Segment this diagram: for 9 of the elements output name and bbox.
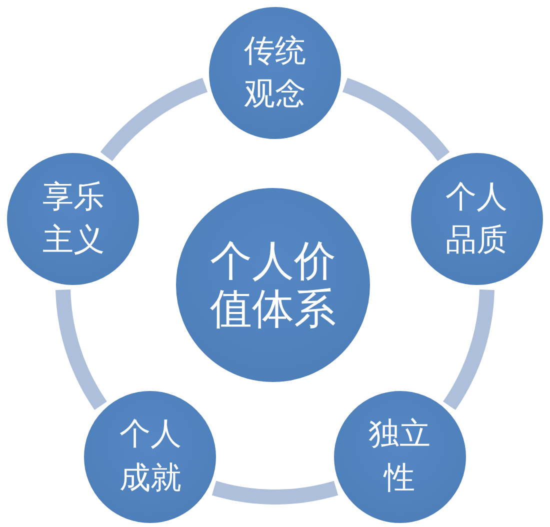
node-label: 传统观念 xyxy=(242,32,307,114)
node-label: 个人成就 xyxy=(118,415,182,498)
node-label: 享乐主义 xyxy=(41,178,106,260)
center-label: 个人价值体系 xyxy=(208,236,337,334)
ring-arc xyxy=(209,480,341,504)
node-label: 个人品质 xyxy=(444,178,509,260)
ring-arc xyxy=(340,78,450,162)
node-label: 独立性 xyxy=(368,415,432,498)
ring-arc xyxy=(100,78,210,162)
